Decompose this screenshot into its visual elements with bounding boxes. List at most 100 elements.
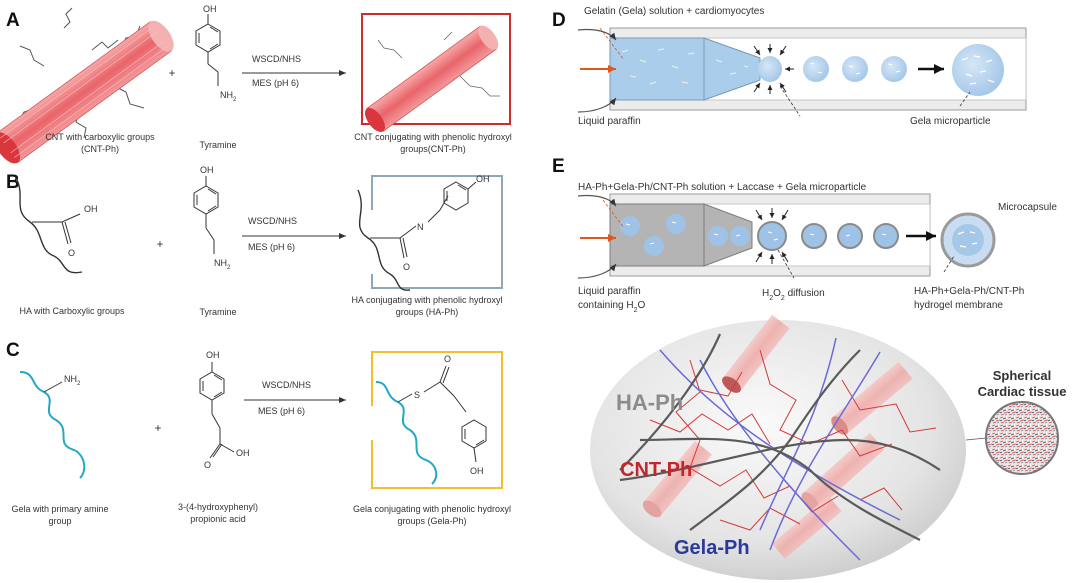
tapered-tip-e — [703, 203, 753, 267]
acid-caption-2: propionic acid — [190, 514, 246, 524]
ha-ph-tyramide — [370, 181, 477, 259]
ha-ph-oh: OH — [476, 174, 490, 184]
cnt-nanotube — [0, 20, 174, 164]
acid-caption: 3-(4-hydroxyphenyl) — [178, 502, 258, 512]
gela-droplets-d — [803, 56, 907, 82]
ha-ph-network-label: HA-Ph — [616, 390, 683, 415]
particle-leader-d — [959, 91, 971, 107]
microcapsule-core — [952, 224, 984, 256]
cnt-ph-caption-abbrev: groups(CNT-Ph) — [400, 144, 466, 154]
cnt-caption: CNT with carboxylic groups — [45, 132, 155, 142]
cnt-caption-abbrev: (CNT-Ph) — [81, 144, 119, 154]
spherical-cardiac-tissue — [985, 401, 1059, 475]
tapered-tip-d — [703, 37, 761, 101]
tyramine-structure-b — [193, 176, 219, 254]
gela-ph-o: O — [444, 354, 451, 364]
acid-carboxyl-oh: OH — [236, 448, 250, 458]
tissue-label-2: Cardiac tissue — [978, 384, 1067, 399]
gela-caption-2: group — [48, 516, 71, 526]
gela-caption: Gela with primary amine — [11, 504, 108, 514]
h2o2-diffusion-label: H2O2 diffusion — [762, 288, 825, 302]
droplet-leader-d — [779, 85, 801, 117]
panel-b: B OH O HA with Carboxylic groups + OH NH… — [6, 165, 503, 317]
reagent-a: WSCD/NHS — [252, 54, 301, 64]
gela-amine-bond — [43, 381, 63, 393]
hydroxyphenyl-propionic-acid — [199, 362, 235, 459]
gela-nh2: NH2 — [64, 374, 81, 387]
cnt-tubes-e — [642, 314, 913, 559]
panel-d-label: D — [552, 10, 566, 31]
tyramine-caption-a: Tyramine — [199, 140, 236, 150]
plus-sign-b: + — [157, 239, 164, 251]
squeeze-arrows-d — [753, 44, 794, 94]
gela-ph-caption: Gela conjugating with phenolic hydroxyl — [353, 504, 511, 514]
inlet-capillary-e — [609, 203, 705, 267]
forming-droplet-d — [758, 56, 782, 82]
tyramine-structure-a — [195, 14, 221, 86]
ha-ph-caption: HA conjugating with phenolic hydroxyl — [351, 295, 502, 305]
gela-chain — [19, 371, 86, 479]
tyramine-oh-b: OH — [200, 165, 214, 175]
inlet-capillary-d — [609, 37, 705, 101]
diffusion-leader — [777, 249, 795, 279]
gela-ph-caption-abbrev: groups (Gela-Ph) — [397, 516, 466, 526]
oil-flow-bottom-d — [577, 97, 617, 113]
buffer-b: MES (pH 6) — [248, 242, 295, 252]
frame-c-gap — [364, 406, 378, 440]
hydrogel-solution-label: HA-Ph+Gela-Ph/CNT-Ph solution + Laccase … — [578, 182, 867, 193]
panel-c: C NH2 Gela with primary amine group + OH… — [6, 340, 511, 526]
microcapsule-label: Microcapsule — [998, 202, 1057, 213]
membrane-label-2: hydrogel membrane — [914, 300, 1003, 311]
ha-caption: HA with Carboxylic groups — [19, 306, 125, 316]
h2o2-paraffin-label: containing H2O — [578, 300, 646, 314]
microcapsule-cells — [957, 231, 978, 248]
ha-ph-chain — [357, 189, 411, 291]
oil-flow-top-e — [577, 194, 617, 207]
cnt-ph-caption: CNT conjugating with phenolic hydroxyl — [354, 132, 511, 142]
buffer-c: MES (pH 6) — [258, 406, 305, 416]
panel-b-label: B — [6, 172, 20, 193]
reagent-b: WSCD/NHS — [248, 216, 297, 226]
gelatin-solution-label: Gelatin (Gela) solution + cardiomyocytes — [584, 6, 764, 17]
ha-ph-caption-abbrev: groups (HA-Ph) — [396, 307, 459, 317]
microparticle-cells-d — [961, 55, 995, 85]
tyramine-oh-a: OH — [203, 4, 217, 14]
ha-ph-n: N — [417, 222, 424, 232]
membrane-label: HA-Ph+Gela-Ph/CNT-Ph — [914, 286, 1024, 297]
cnt-ph-nanotube — [364, 25, 500, 133]
encapsulated-particles-e — [620, 214, 899, 256]
oil-flow-bottom-e — [577, 263, 617, 279]
buffer-a: MES (pH 6) — [252, 78, 299, 88]
oil-flow-top-d — [577, 28, 617, 41]
panel-e-label: E — [552, 156, 565, 177]
liquid-paraffin-label-d: Liquid paraffin — [578, 116, 641, 127]
tyramine-caption-b: Tyramine — [199, 307, 236, 317]
cell-dashes-d — [621, 48, 749, 85]
frame-b-gap — [350, 210, 374, 274]
ha-acid-o: O — [68, 248, 75, 258]
gela-microparticle — [952, 44, 1004, 96]
product-frame-b — [371, 175, 503, 289]
tyramine-nh2-a: NH2 — [220, 90, 237, 103]
gela-microparticle-label: Gela microparticle — [910, 116, 991, 127]
squeeze-arrows-e — [755, 208, 789, 264]
gela-ph-oh: OH — [470, 466, 484, 476]
inlet-leader-d — [599, 27, 625, 61]
liquid-paraffin-label-e: Liquid paraffin — [578, 286, 641, 297]
panel-e: E — [552, 156, 1066, 580]
ha-acid-oh: OH — [84, 204, 98, 214]
membrane-leader — [943, 255, 955, 273]
plus-sign-c: + — [155, 423, 162, 435]
reagent-c: WSCD/NHS — [262, 380, 311, 390]
acid-phenol-oh: OH — [206, 350, 220, 360]
panel-a-label: A — [6, 10, 20, 31]
product-frame-a — [361, 13, 511, 125]
ha-chain — [15, 177, 83, 274]
tissue-leader — [965, 437, 987, 441]
cnt-ph-network-label: CNT-Ph — [620, 459, 692, 481]
tyramine-nh2-b: NH2 — [214, 258, 231, 271]
plus-sign-a: + — [169, 68, 176, 80]
ha-ph-o: O — [403, 262, 410, 272]
gela-fibers — [659, 337, 901, 561]
